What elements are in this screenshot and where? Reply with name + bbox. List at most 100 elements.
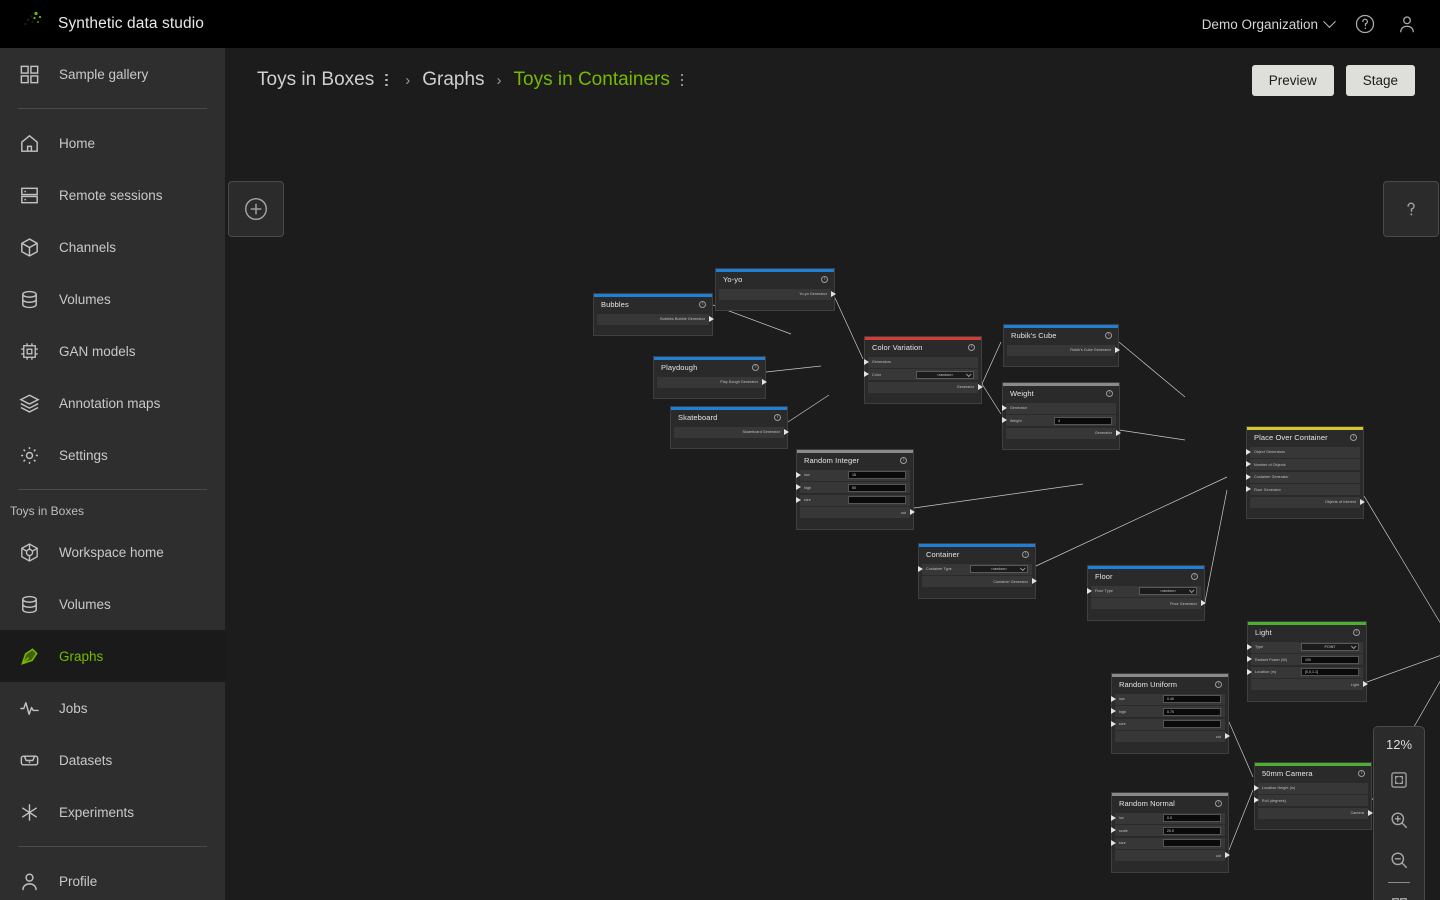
node-header[interactable]: Rubik's Cube <box>1004 328 1118 343</box>
graph-node-bubbles[interactable]: BubblesBubbles Bubble Generator <box>593 293 714 336</box>
preview-button[interactable]: Preview <box>1251 64 1334 96</box>
output-port[interactable] <box>709 315 714 322</box>
node-param-row[interactable]: Container Type<random> <box>918 563 1032 575</box>
info-icon[interactable] <box>1358 770 1365 777</box>
node-header[interactable]: Random Integer <box>797 453 913 468</box>
node-output-row[interactable]: out <box>800 507 915 518</box>
node-header[interactable]: Color Variation <box>865 340 981 355</box>
output-port[interactable] <box>1115 346 1120 353</box>
node-output-row[interactable]: Yo-yo Generator <box>719 288 836 300</box>
graph-node-rubiks[interactable]: Rubik's CubeRubik's Cube Generator <box>1003 324 1120 367</box>
output-port[interactable] <box>1201 600 1206 606</box>
output-port[interactable] <box>978 383 983 390</box>
info-icon[interactable] <box>1191 573 1198 580</box>
output-port[interactable] <box>831 290 836 297</box>
breadcrumb-item-current[interactable]: Toys in Containers <box>513 69 670 90</box>
param-select[interactable]: POINT <box>1301 643 1359 651</box>
sidebar-item-sample-gallery[interactable]: Sample gallery <box>0 48 225 100</box>
input-port[interactable] <box>1111 814 1116 821</box>
input-port[interactable] <box>1002 417 1007 423</box>
node-param-row[interactable]: Color<random> <box>864 369 978 380</box>
breadcrumb-item-graphs[interactable]: Graphs <box>422 69 485 90</box>
input-port[interactable] <box>796 496 801 503</box>
param-input[interactable]: 0.70 <box>1163 707 1221 716</box>
node-input-row[interactable]: Roll (degrees) <box>1254 795 1368 806</box>
input-port[interactable] <box>1002 404 1007 411</box>
info-icon[interactable] <box>699 301 706 308</box>
output-port[interactable] <box>784 428 789 435</box>
param-input[interactable]: 0.0 <box>1163 814 1221 822</box>
input-port[interactable] <box>918 565 923 572</box>
input-port[interactable] <box>1246 448 1251 455</box>
input-port[interactable] <box>796 471 801 478</box>
sidebar-item-annotation-maps[interactable]: Annotation maps <box>0 377 225 429</box>
sidebar-item-gan-models[interactable]: GAN models <box>0 325 225 377</box>
info-icon[interactable] <box>1350 434 1357 441</box>
param-input[interactable]: 0.40 <box>1163 695 1221 703</box>
param-input[interactable] <box>1163 720 1221 728</box>
output-port[interactable] <box>1368 809 1373 816</box>
fit-to-screen-button[interactable] <box>1379 760 1419 800</box>
sidebar-item-workspace-volumes[interactable]: Volumes <box>0 578 225 630</box>
info-icon[interactable] <box>968 344 975 351</box>
param-input[interactable]: 50 <box>848 483 906 492</box>
graph-node-weight[interactable]: WeightGeneratorWeight4Generator <box>1002 382 1121 450</box>
graph-node-container[interactable]: ContainerContainer Type<random>Container… <box>918 543 1037 599</box>
graph-node-light[interactable]: LightTypePOINTRadiant Power (W)100Locati… <box>1247 621 1368 702</box>
node-input-row[interactable]: Container Generator <box>1246 471 1360 483</box>
node-param-row[interactable]: Radiant Power (W)100 <box>1247 654 1363 665</box>
node-output-row[interactable]: Camera <box>1258 807 1373 819</box>
node-output-row[interactable]: Objects of Interest <box>1250 496 1365 508</box>
sidebar-item-workspace-home[interactable]: Workspace home <box>0 526 225 578</box>
sidebar-item-remote-sessions[interactable]: Remote sessions <box>0 169 225 221</box>
input-port[interactable] <box>1254 784 1259 791</box>
graph-node-floor[interactable]: FloorFloor Type<random>Floor Generator <box>1087 565 1206 621</box>
zoom-out-button[interactable] <box>1379 840 1419 880</box>
node-output-row[interactable]: Play Dough Generator <box>657 376 767 388</box>
grid-view-button[interactable] <box>1379 885 1419 900</box>
node-output-row[interactable]: out <box>1115 850 1230 861</box>
input-port[interactable] <box>1111 839 1116 846</box>
output-port[interactable] <box>1360 498 1365 505</box>
node-output-row[interactable]: Bubbles Bubble Generator <box>597 313 714 325</box>
sidebar-item-graphs[interactable]: Graphs <box>0 630 225 682</box>
node-input-row[interactable]: Generators <box>864 356 978 368</box>
node-header[interactable]: Container <box>919 547 1035 562</box>
input-port[interactable] <box>1087 587 1092 594</box>
sidebar-item-experiments[interactable]: Experiments <box>0 786 225 838</box>
breadcrumb-workspace-menu-icon[interactable] <box>379 73 393 87</box>
node-param-row[interactable]: size <box>1111 837 1225 849</box>
node-input-row[interactable]: Location Height (m) <box>1254 782 1368 794</box>
graph-canvas[interactable]: Yo-yoYo-yo GeneratorBubblesBubbles Bubbl… <box>225 112 1440 900</box>
node-header[interactable]: Yo-yo <box>716 272 834 287</box>
output-port[interactable] <box>762 378 767 385</box>
input-port[interactable] <box>1246 486 1251 492</box>
node-header[interactable]: Place Over Container <box>1247 430 1363 445</box>
input-port[interactable] <box>1111 695 1116 702</box>
graph-node-skateboard[interactable]: SkateboardSkateboard Generator <box>670 406 789 449</box>
input-port[interactable] <box>1111 827 1116 833</box>
info-icon[interactable] <box>1022 551 1029 558</box>
sidebar-item-datasets[interactable]: Datasets <box>0 734 225 786</box>
node-output-row[interactable]: Container Generator <box>922 576 1037 587</box>
info-icon[interactable] <box>774 414 781 421</box>
node-header[interactable]: Light <box>1248 625 1366 640</box>
output-port[interactable] <box>1225 733 1230 739</box>
breadcrumb-item-workspace[interactable]: Toys in Boxes <box>257 69 375 90</box>
stage-button[interactable]: Stage <box>1345 64 1415 96</box>
node-output-row[interactable]: out <box>1115 731 1230 742</box>
node-output-row[interactable]: Floor Generator <box>1091 598 1206 609</box>
input-port[interactable] <box>1246 473 1251 480</box>
input-port[interactable] <box>1111 708 1116 714</box>
node-header[interactable]: Bubbles <box>594 297 712 312</box>
input-port[interactable] <box>1111 720 1116 727</box>
node-output-row[interactable]: Light <box>1251 679 1368 690</box>
help-circle-icon[interactable] <box>1354 13 1376 35</box>
node-header[interactable]: 50mm Camera <box>1255 766 1371 781</box>
